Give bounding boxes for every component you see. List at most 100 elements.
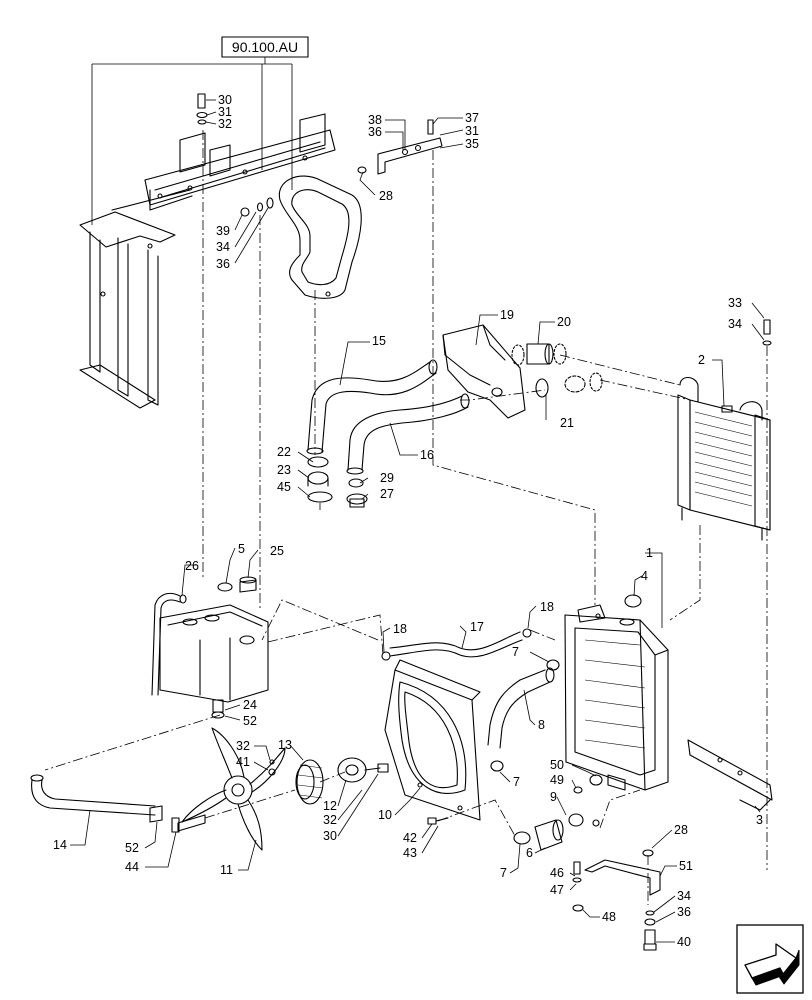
callout-1: 1 <box>646 546 653 560</box>
callout-27: 27 <box>380 487 394 501</box>
coupling-13 <box>295 759 324 805</box>
callout-41: 41 <box>236 755 250 769</box>
callout-28: 28 <box>379 189 393 203</box>
callout-7: 7 <box>512 645 519 659</box>
callout-47: 47 <box>550 883 564 897</box>
callout-34: 34 <box>677 889 691 903</box>
assembly-lines <box>44 130 701 905</box>
callout-21: 21 <box>560 416 574 430</box>
callout-40: 40 <box>677 935 691 949</box>
callout-42: 42 <box>403 831 417 845</box>
callout-7: 7 <box>513 775 520 789</box>
callout-10: 10 <box>378 808 392 822</box>
callout-38: 38 <box>368 113 382 127</box>
callout-6: 6 <box>526 846 533 860</box>
hose-14 <box>30 774 163 823</box>
callout-7: 7 <box>500 866 507 880</box>
fan-11 <box>181 727 286 851</box>
callout-34: 34 <box>216 240 230 254</box>
callout-34: 34 <box>728 317 742 331</box>
clamp-50-49 <box>573 774 603 794</box>
callout-50: 50 <box>550 758 564 772</box>
bracket-35 <box>357 119 443 175</box>
callout-49: 49 <box>550 773 564 787</box>
bracket-3 <box>687 739 773 811</box>
callout-4: 4 <box>641 569 648 583</box>
callout-37: 37 <box>465 111 479 125</box>
bracket-51 <box>572 859 661 912</box>
callout-13: 13 <box>278 738 292 752</box>
overflow-tube-26 <box>151 592 187 696</box>
leader-lines <box>70 117 765 943</box>
callout-20: 20 <box>557 315 571 329</box>
callout-30: 30 <box>323 829 337 843</box>
coupler-6 <box>513 813 600 851</box>
callout-36: 36 <box>368 125 382 139</box>
clamp-7-mid <box>490 760 504 772</box>
callout-labels: 30 31 32 38 36 37 31 35 28 39 34 36 15 1… <box>53 93 763 949</box>
hose-16 <box>346 393 470 475</box>
callout-52: 52 <box>243 714 257 728</box>
bolt-set-top <box>196 93 217 125</box>
callout-52: 52 <box>125 841 139 855</box>
callout-24: 24 <box>243 698 257 712</box>
callout-51: 51 <box>679 859 693 873</box>
callout-32: 32 <box>323 813 337 827</box>
callout-44: 44 <box>125 860 139 874</box>
callout-43: 43 <box>403 846 417 860</box>
bolt-set-39 <box>240 197 274 217</box>
callout-32: 32 <box>236 739 250 753</box>
bolt-44 <box>171 814 206 833</box>
callout-31: 31 <box>465 124 479 138</box>
clamps-hose-16 <box>346 478 368 508</box>
callout-25: 25 <box>270 544 284 558</box>
callout-15: 15 <box>372 334 386 348</box>
cap-25-and-clamp-5 <box>217 576 257 593</box>
callout-17: 17 <box>470 620 484 634</box>
coupler-21 <box>535 372 603 398</box>
callout-28: 28 <box>674 823 688 837</box>
clamp-7-upper <box>546 659 560 671</box>
hose-15 <box>306 359 438 455</box>
callout-5: 5 <box>238 542 245 556</box>
coupler-20 <box>511 343 567 366</box>
callout-48: 48 <box>602 910 616 924</box>
callout-16: 16 <box>420 448 434 462</box>
callout-18: 18 <box>540 600 554 614</box>
callout-31: 31 <box>218 105 232 119</box>
fan-shroud-10 <box>384 659 481 821</box>
callout-36: 36 <box>677 905 691 919</box>
callout-14: 14 <box>53 838 67 852</box>
callout-12: 12 <box>323 799 337 813</box>
callout-23: 23 <box>277 463 291 477</box>
callout-18: 18 <box>393 622 407 636</box>
callout-36: 36 <box>216 257 230 271</box>
callout-26: 26 <box>185 559 199 573</box>
frame-support <box>79 113 362 409</box>
callout-29: 29 <box>380 471 394 485</box>
intercooler-2 <box>677 376 771 541</box>
arrow-navigation-icon[interactable] <box>736 924 804 994</box>
callout-39: 39 <box>216 224 230 238</box>
callout-2: 2 <box>698 353 705 367</box>
radiator-1 <box>564 594 669 791</box>
callout-9: 9 <box>550 790 557 804</box>
reference-frame: 90.100.AU <box>91 36 309 225</box>
bolt-33 <box>762 319 772 870</box>
callout-35: 35 <box>465 137 479 151</box>
callout-32: 32 <box>218 117 232 131</box>
hose-8 <box>487 667 555 749</box>
callout-30: 30 <box>218 93 232 107</box>
callout-19: 19 <box>500 308 514 322</box>
clamps-hose-15 <box>307 456 333 510</box>
reference-label: 90.100.AU <box>232 39 298 55</box>
callout-33: 33 <box>728 296 742 310</box>
callout-45: 45 <box>277 480 291 494</box>
callout-8: 8 <box>538 718 545 732</box>
pulley-12 <box>268 757 389 783</box>
hose-17 <box>381 628 532 661</box>
callout-3: 3 <box>756 813 763 827</box>
callout-11: 11 <box>220 863 233 877</box>
bolt-set-40 <box>642 849 657 951</box>
